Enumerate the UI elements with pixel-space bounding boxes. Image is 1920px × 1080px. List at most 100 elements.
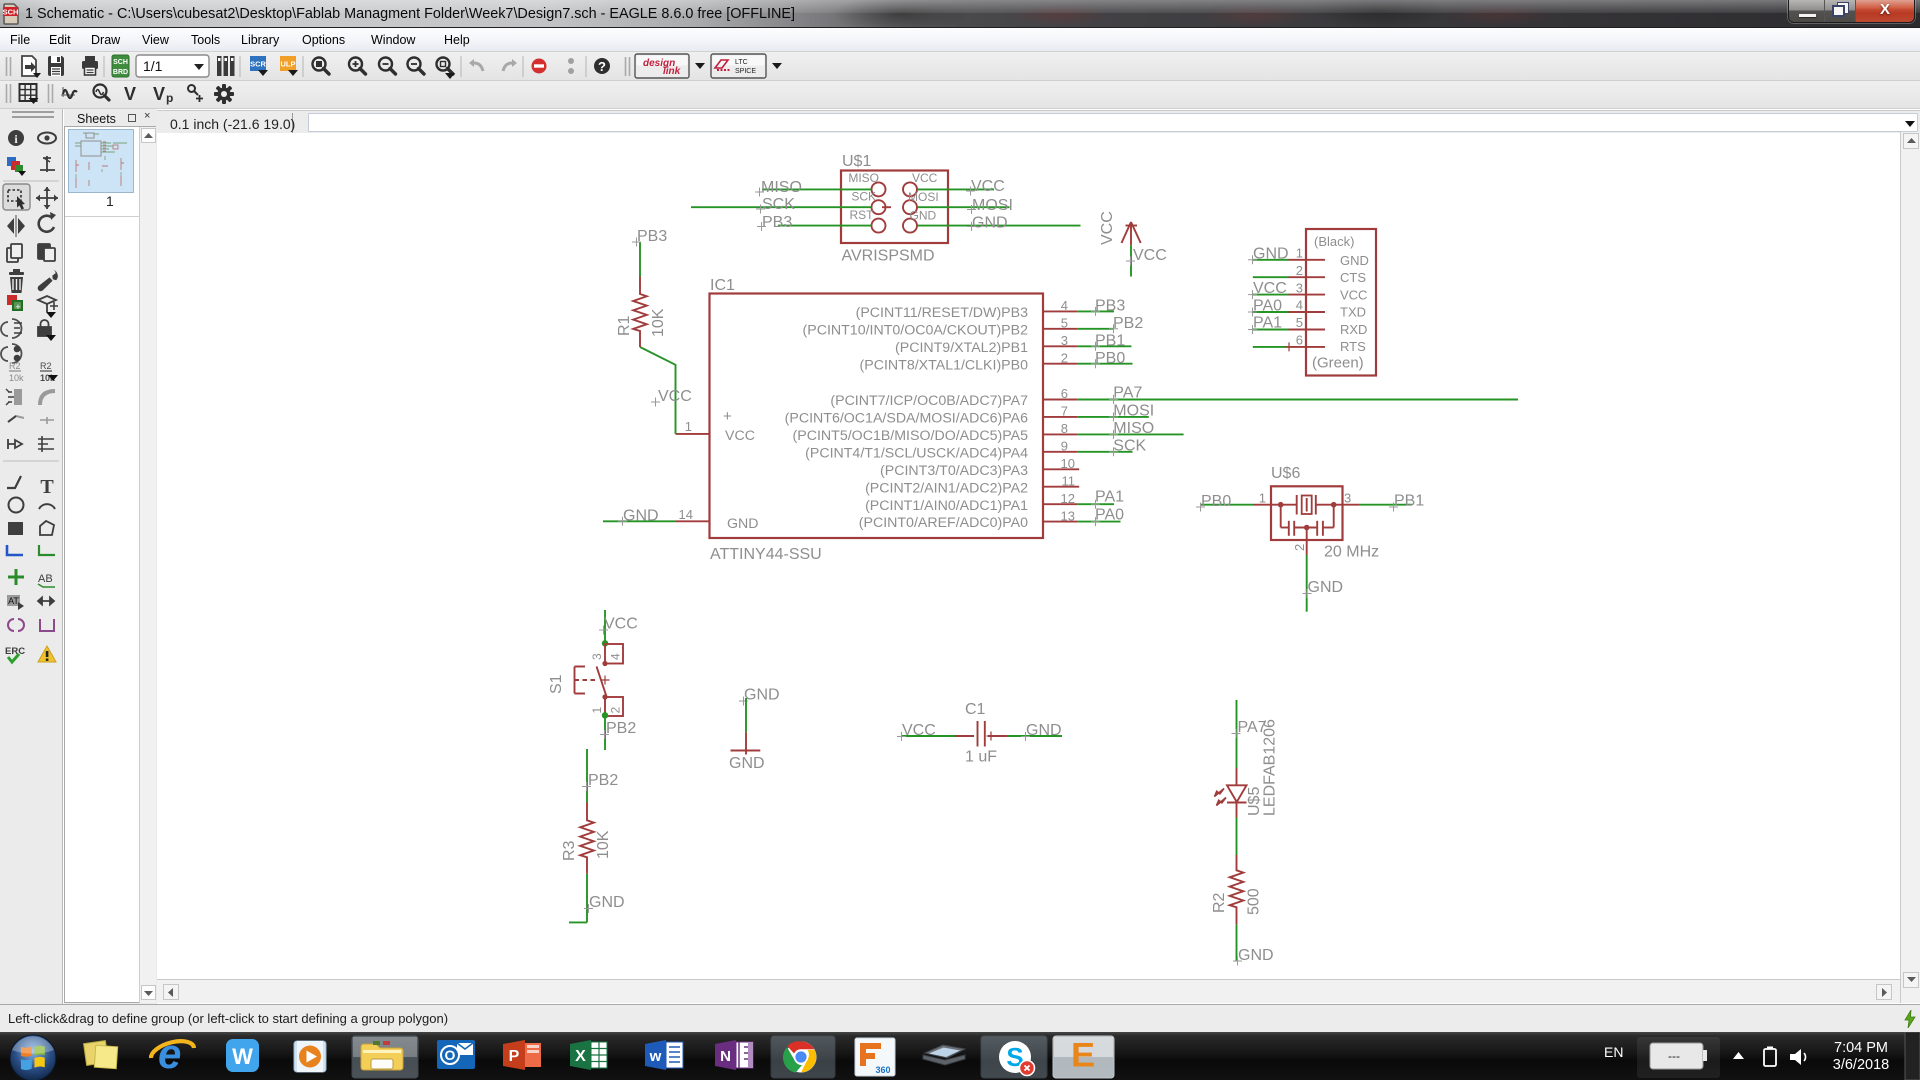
svg-text:11: 11 <box>1062 474 1076 489</box>
svg-text:p: p <box>166 91 173 105</box>
svg-text:3: 3 <box>1344 491 1351 506</box>
svg-text:GND: GND <box>1340 253 1369 268</box>
svg-text:PB2: PB2 <box>1113 315 1143 332</box>
svg-text:EN: EN <box>1604 1044 1623 1060</box>
svg-text:20 MHz: 20 MHz <box>1324 544 1379 561</box>
svg-text:5: 5 <box>1061 316 1068 331</box>
svg-text:1: 1 <box>590 707 604 714</box>
svg-text:PA1: PA1 <box>1095 489 1124 506</box>
svg-text:3: 3 <box>590 653 604 660</box>
svg-text:VCC: VCC <box>658 388 692 405</box>
svg-text:(PCINT10/INT0/OC0A/CKOUT)PB2: (PCINT10/INT0/OC0A/CKOUT)PB2 <box>803 323 1029 339</box>
svg-text:4: 4 <box>1061 298 1068 313</box>
svg-text:10K: 10K <box>595 830 612 859</box>
svg-text:SCH: SCH <box>113 59 128 66</box>
svg-text:GND: GND <box>1308 579 1344 596</box>
svg-text:SPICE: SPICE <box>735 68 756 75</box>
svg-text:MISO: MISO <box>848 171 879 185</box>
svg-text:1 uF: 1 uF <box>965 749 997 766</box>
svg-text:(PCINT9/XTAL2)PB1: (PCINT9/XTAL2)PB1 <box>895 340 1028 356</box>
svg-text:S: S <box>1006 1042 1023 1072</box>
svg-text:1: 1 <box>685 419 692 434</box>
svg-text:7: 7 <box>1061 404 1068 419</box>
svg-text:PA0: PA0 <box>1253 298 1282 315</box>
svg-text:VCC: VCC <box>902 722 936 739</box>
svg-text:VCC: VCC <box>1253 280 1287 297</box>
svg-text:LTC: LTC <box>735 59 748 66</box>
svg-text:GND: GND <box>623 508 659 525</box>
svg-text:7:04 PM: 7:04 PM <box>1834 1040 1888 1056</box>
svg-text:(PCINT5/OC1B/MISO/DO/ADC5)PA5: (PCINT5/OC1B/MISO/DO/ADC5)PA5 <box>793 428 1029 444</box>
svg-text:AVRISPSMD: AVRISPSMD <box>842 248 935 265</box>
svg-text:PA7: PA7 <box>1113 385 1142 402</box>
svg-text:PB1: PB1 <box>1095 333 1125 350</box>
svg-text:VCC: VCC <box>1340 288 1367 303</box>
svg-text:S1: S1 <box>548 674 565 694</box>
svg-text:1: 1 <box>1296 246 1303 261</box>
svg-text:(PCINT2/AIN1/ADC2)PA2: (PCINT2/AIN1/ADC2)PA2 <box>865 481 1028 497</box>
svg-text:2: 2 <box>609 707 623 714</box>
svg-text:VCC: VCC <box>604 616 638 633</box>
svg-text:VCC: VCC <box>1099 211 1116 245</box>
svg-text:V: V <box>153 84 165 104</box>
svg-text:3: 3 <box>1061 333 1068 348</box>
svg-text:+: + <box>15 302 20 312</box>
svg-text:6: 6 <box>1061 386 1068 401</box>
svg-text:SCK: SCK <box>1113 438 1146 455</box>
svg-text:PA0: PA0 <box>1095 507 1124 524</box>
svg-text:10: 10 <box>1061 456 1075 471</box>
svg-text:MISO: MISO <box>761 179 802 196</box>
svg-text:(Green): (Green) <box>1312 355 1364 372</box>
svg-text:w: w <box>649 1048 662 1065</box>
svg-text:LEDFAB1206: LEDFAB1206 <box>1262 719 1279 816</box>
svg-text:PA1: PA1 <box>1253 315 1282 332</box>
svg-text:2: 2 <box>1061 351 1068 366</box>
svg-text:10k: 10k <box>40 373 56 383</box>
svg-text:SCR: SCR <box>250 60 266 69</box>
svg-text:V: V <box>124 84 136 104</box>
svg-text:R2: R2 <box>9 361 21 371</box>
svg-text:6: 6 <box>1296 333 1303 348</box>
svg-text:PB3: PB3 <box>762 214 792 231</box>
svg-text:2: 2 <box>1292 544 1307 551</box>
svg-text:GND: GND <box>727 516 759 532</box>
svg-text:O: O <box>445 1047 456 1063</box>
svg-text:U$5: U$5 <box>1246 787 1263 816</box>
svg-text:3/6/2018: 3/6/2018 <box>1833 1057 1889 1073</box>
svg-text:SCK: SCK <box>851 190 876 204</box>
svg-text:13: 13 <box>1061 509 1075 524</box>
svg-text:e: e <box>158 1032 181 1077</box>
svg-text:2: 2 <box>1296 263 1303 278</box>
svg-text:(PCINT0/AREF/ADC0)PA0: (PCINT0/AREF/ADC0)PA0 <box>859 515 1028 531</box>
svg-text:SCK: SCK <box>762 196 795 213</box>
svg-text:W: W <box>232 1044 253 1069</box>
svg-text:PA7: PA7 <box>1238 719 1267 736</box>
svg-text:VCC: VCC <box>912 171 938 185</box>
svg-text:5: 5 <box>1296 315 1303 330</box>
svg-text:8: 8 <box>1061 421 1068 436</box>
svg-text:IC1: IC1 <box>710 277 735 294</box>
svg-text:E: E <box>1071 1036 1095 1074</box>
svg-text:14: 14 <box>679 507 693 522</box>
svg-text:(PCINT8/XTAL1/CLKI)PB0: (PCINT8/XTAL1/CLKI)PB0 <box>860 358 1029 374</box>
svg-text:PB1: PB1 <box>1394 493 1424 510</box>
svg-text:9: 9 <box>1061 439 1068 454</box>
svg-text:(PCINT4/T1/SCL/USCK/ADC4)PA4: (PCINT4/T1/SCL/USCK/ADC4)PA4 <box>805 446 1028 462</box>
svg-text:(PCINT11/RESET/DW)PB3: (PCINT11/RESET/DW)PB3 <box>856 305 1028 321</box>
svg-text:3: 3 <box>1296 281 1303 296</box>
svg-text:?: ? <box>598 59 606 74</box>
svg-text:ATTINY44-SSU: ATTINY44-SSU <box>710 546 822 563</box>
svg-text:PB0: PB0 <box>1095 350 1125 367</box>
svg-text:CTS: CTS <box>1340 270 1366 285</box>
svg-text:GND: GND <box>1253 246 1289 263</box>
svg-text:U$6: U$6 <box>1271 465 1300 482</box>
svg-text:PB0: PB0 <box>1201 493 1231 510</box>
svg-text:RXD: RXD <box>1340 322 1367 337</box>
svg-text:4: 4 <box>609 653 623 660</box>
svg-text:GND: GND <box>972 215 1008 232</box>
svg-text:10K: 10K <box>650 308 667 337</box>
svg-text:R2: R2 <box>1211 892 1228 913</box>
svg-text:1: 1 <box>1259 491 1266 506</box>
svg-text:+: + <box>723 408 732 425</box>
svg-text:4: 4 <box>1296 298 1303 313</box>
